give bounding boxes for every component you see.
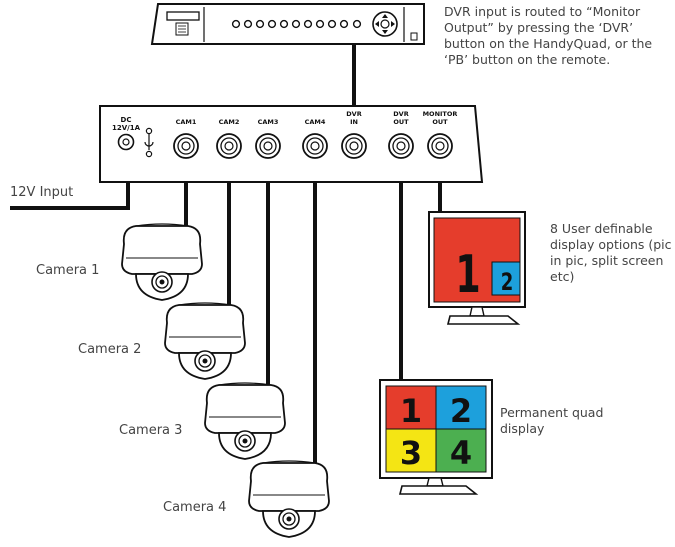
dvr-jog-dial <box>372 11 398 37</box>
quad-number-1: 1 <box>400 392 422 430</box>
camera-2-label: Camera 2 <box>78 342 142 357</box>
dome-camera-1 <box>121 223 203 301</box>
user-monitor-pip-view <box>491 261 521 296</box>
port-label: OUT <box>432 118 448 126</box>
quad-number-2: 2 <box>450 392 472 430</box>
user-monitor-pip-number: 2 <box>501 269 514 297</box>
port-label: MONITOR <box>423 110 458 118</box>
port-label: CAM1 <box>176 118 197 126</box>
power-cable <box>10 182 130 210</box>
quad-number-3: 3 <box>400 434 422 472</box>
dvr-buttons <box>231 19 362 29</box>
dc-rating-label: 12V/1A <box>112 124 141 132</box>
cables <box>10 44 442 474</box>
port-label: CAM3 <box>258 118 279 126</box>
port-label: DVR <box>346 110 361 118</box>
quad-tile-4 <box>435 428 487 473</box>
quad-tile-3 <box>385 428 437 473</box>
dc-label: DC <box>121 116 132 124</box>
dvr-routing-note: DVR input is routed to “Monitor Output” … <box>444 4 653 67</box>
user-monitor-main-number: 1 <box>455 243 480 304</box>
port-cam1: CAM1 <box>173 118 199 159</box>
port-label: OUT <box>393 118 409 126</box>
port-cam4: CAM4 <box>302 118 328 159</box>
quad-display-monitor: 1 2 3 4 <box>379 379 493 495</box>
quad-tile-2 <box>435 385 487 430</box>
port-label: CAM2 <box>219 118 240 126</box>
dome-camera-4 <box>248 460 330 538</box>
camera-4-label: Camera 4 <box>163 500 227 515</box>
port-label: CAM4 <box>305 118 326 126</box>
port-cam3: CAM3 <box>255 118 281 159</box>
quad-number-4: 4 <box>450 434 472 472</box>
user-display-note: 8 User definable display options (pic in… <box>550 221 672 284</box>
port-cam2: CAM2 <box>216 118 242 159</box>
camera-3-label: Camera 3 <box>119 423 183 438</box>
port-label: IN <box>350 118 358 126</box>
dvr-recorder <box>150 3 425 45</box>
port-label: DVR <box>393 110 408 118</box>
quad-display-note: Permanent quad display <box>500 405 604 436</box>
dome-camera-3 <box>204 382 286 460</box>
dome-camera-2 <box>164 302 246 380</box>
user-display-monitor: 1 2 <box>428 211 526 325</box>
camera-1-label: Camera 1 <box>36 263 100 278</box>
power-input-label: 12V Input <box>10 185 74 200</box>
polarity-icon <box>144 127 154 158</box>
